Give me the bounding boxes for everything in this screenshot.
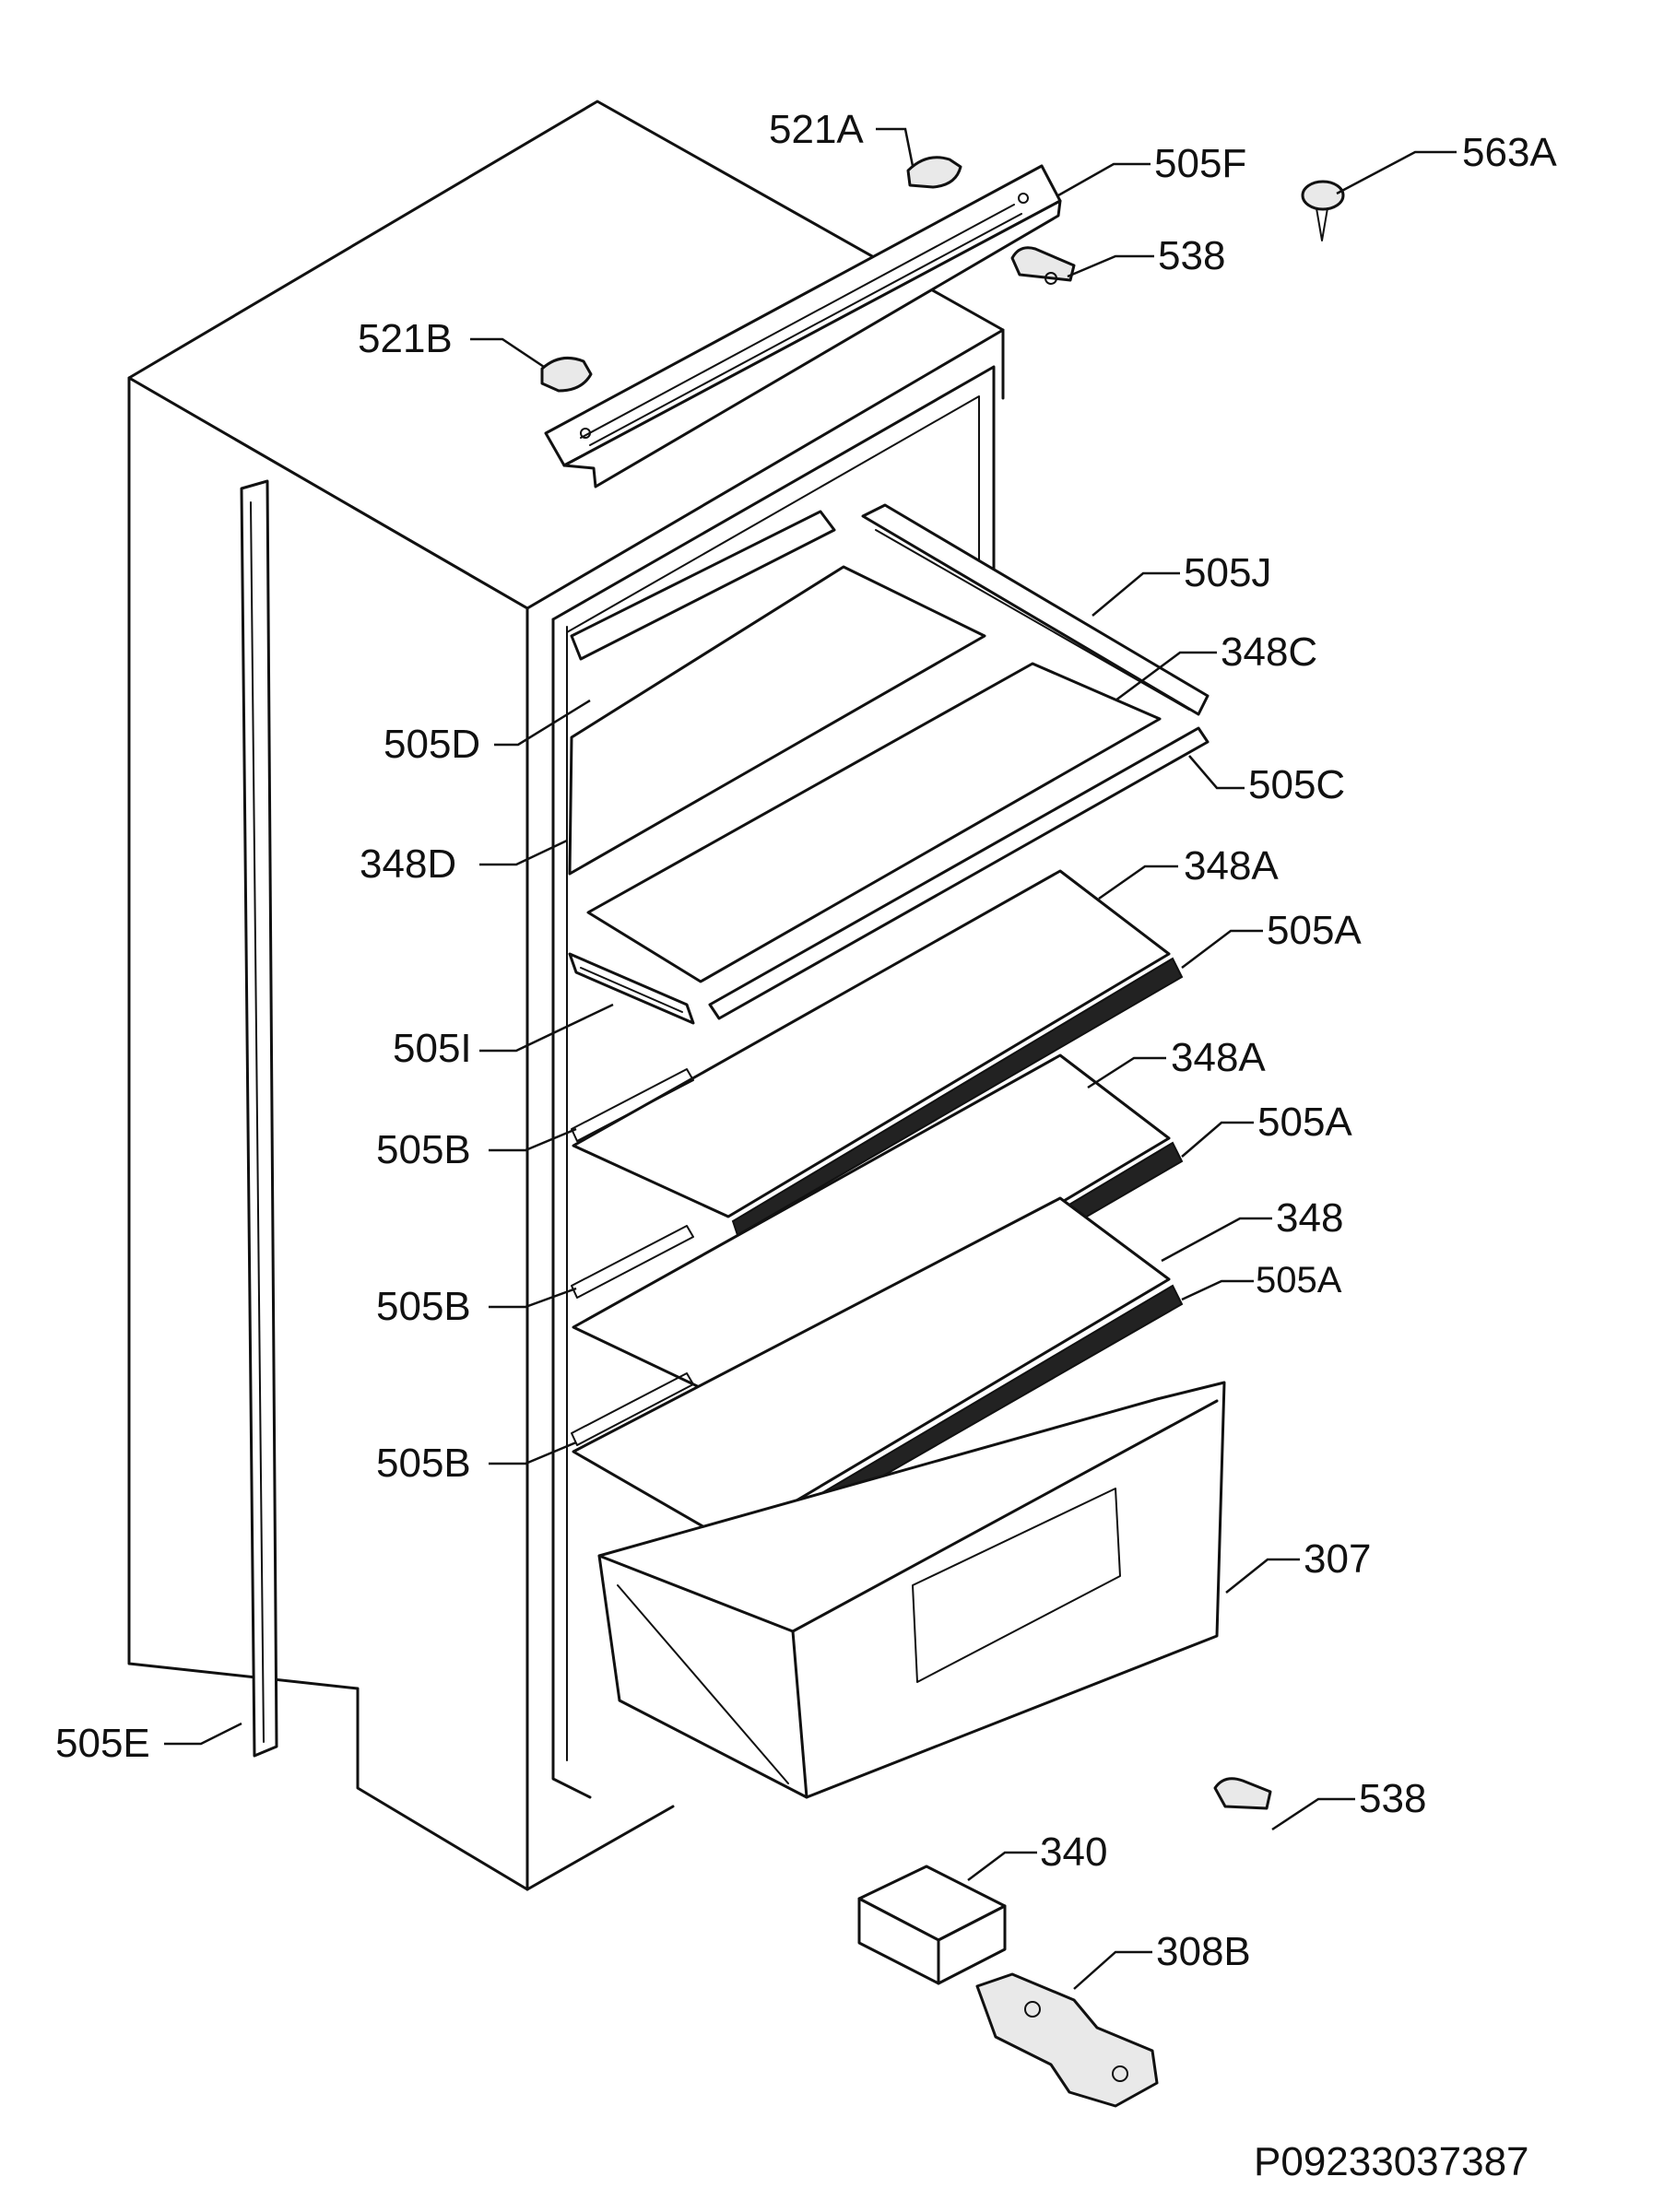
label-348c: 348C [1221, 629, 1317, 675]
cap-521a [906, 156, 962, 189]
label-505b-3: 505B [376, 1441, 471, 1486]
label-348d: 348D [360, 841, 456, 887]
shelf-rails-505b [571, 1068, 694, 1446]
label-538-top: 538 [1158, 233, 1225, 278]
label-521b: 521B [358, 316, 453, 361]
cap-521b [540, 356, 593, 393]
label-505j: 505J [1184, 550, 1271, 595]
part-labels: 521A 505F 563A 538 521B 505J 348C 505D 5… [55, 107, 1557, 1974]
glass-shelf-348a-1 [572, 869, 1171, 1218]
screw-563a [1301, 180, 1345, 241]
label-348a-1: 348A [1184, 843, 1279, 888]
shelf-trim-505c [708, 726, 1210, 1020]
label-538-bottom: 538 [1359, 1776, 1426, 1821]
label-505b-1: 505B [376, 1127, 471, 1172]
label-505i: 505I [393, 1026, 472, 1071]
glass-shelf-348d [568, 565, 986, 876]
glass-shelf-348a-2 [572, 1053, 1171, 1403]
glass-shelf-348 [572, 1196, 1171, 1543]
label-521a: 521A [769, 107, 864, 152]
crisper-drawer-307 [597, 1381, 1226, 1799]
label-348: 348 [1276, 1195, 1343, 1241]
drawing-reference: P09233037387 [1254, 2139, 1529, 2184]
door-seal-505e [240, 479, 278, 1758]
label-307: 307 [1304, 1536, 1371, 1582]
label-340: 340 [1040, 1830, 1107, 1875]
label-348a-2: 348A [1171, 1035, 1266, 1080]
shelf-rail-505j [861, 503, 1210, 716]
top-rail-505f [544, 164, 1062, 488]
hinge-308b [975, 1972, 1159, 2108]
label-505d: 505D [384, 722, 480, 767]
label-308b: 308B [1156, 1929, 1251, 1974]
shelf-rail-505i [568, 952, 695, 1025]
bracket-538-top [1010, 246, 1076, 285]
label-505c: 505C [1248, 762, 1345, 807]
box-340 [857, 1865, 1007, 1985]
label-505b-2: 505B [376, 1284, 471, 1329]
bracket-538-bottom [1213, 1777, 1272, 1810]
label-505a-1: 505A [1267, 908, 1362, 953]
cabinet [127, 100, 1005, 1891]
label-563a: 563A [1462, 130, 1557, 175]
shelf-trim-505a-1 [731, 957, 1184, 1237]
label-505f: 505F [1154, 141, 1246, 186]
shelf-rail-505d [570, 510, 836, 661]
label-505a-3: 505A [1256, 1260, 1342, 1300]
label-505a-2: 505A [1257, 1100, 1352, 1145]
leader-lines [164, 127, 1457, 1990]
label-505e: 505E [55, 1721, 150, 1766]
glass-shelf-348c [586, 662, 1162, 983]
